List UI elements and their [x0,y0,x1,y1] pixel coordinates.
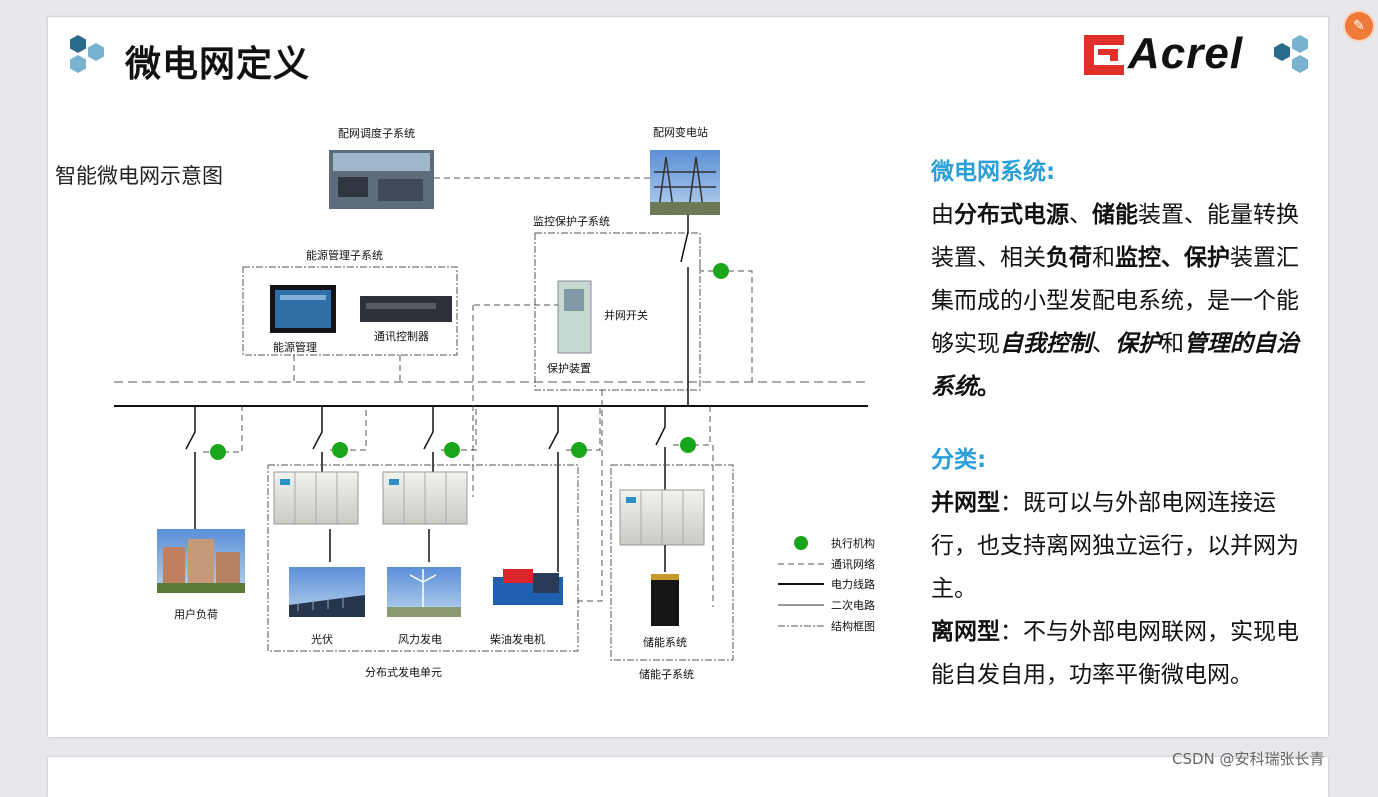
legend-item: 结构框图 [831,619,875,633]
wind-turbine-image [387,567,461,617]
actuator-marker [713,263,729,279]
label-energy-mgmt: 能源管理 [273,340,317,354]
watermark: CSDN @安科瑞张长青 [1172,748,1325,769]
off-grid-paragraph: 离网型：不与外部电网联网，实现电能自发自用，功率平衡微电网。 [931,611,1301,697]
user-load-image [157,529,245,593]
pv-panel-image [289,567,365,617]
hexagon-cluster-icon-right [1270,33,1312,75]
legend-item: 电力线路 [831,577,875,591]
slide: 微电网定义 Acrel 智能微电网示意图 配网调度子系统 配网变电站 [48,17,1328,737]
label-comm-ctrl: 通讯控制器 [374,329,429,343]
label-user-load: 用户负荷 [174,607,218,621]
logo-text: Acrel [1128,29,1243,79]
heading-microgrid: 微电网系统: [931,159,1055,185]
label-energy-sub: 能源管理子系统 [306,248,383,262]
description-panel: 微电网系统: 由分布式电源、储能装置、能量转换装置、相关负荷和监控、保护装置汇集… [931,151,1301,697]
label-dispatch: 配网调度子系统 [338,126,415,140]
next-slide-edge [48,757,1328,797]
switchgear-cabinet-pv [274,472,358,524]
legend-item: 通讯网络 [831,557,875,571]
microgrid-diagram: 配网调度子系统 配网变电站 监控保护子系统 并网开关 保护装置 能源管理子系统 … [48,17,908,737]
label-pv: 光伏 [311,632,333,646]
substation-image [650,150,720,215]
label-dist-unit: 分布式发电单元 [365,665,442,679]
label-grid-switch: 并网开关 [604,308,648,322]
label-protect: 保护装置 [547,361,591,375]
diesel-generator-image [493,569,563,605]
label-monitor: 监控保护子系统 [533,214,610,228]
acrel-logo-icon [1084,35,1124,75]
grid-connected-paragraph: 并网型：既可以与外部电网连接运行，也支持离网独立运行，以并网为主。 [931,482,1301,611]
definition-paragraph: 由分布式电源、储能装置、能量转换装置、相关负荷和监控、保护装置汇集而成的小型发配… [931,194,1301,409]
legend-item: 执行机构 [831,536,875,550]
label-substation: 配网变电站 [653,125,708,139]
protection-cabinet-image [558,281,591,353]
label-wind: 风力发电 [398,632,442,646]
battery-image [651,574,679,626]
heading-classification: 分类: [931,447,986,473]
switchgear-cabinet-storage [620,490,704,545]
energy-screen-image [270,285,336,333]
label-storage-sub: 储能子系统 [639,667,694,681]
legend-actuator-icon [794,536,808,550]
floating-note-icon[interactable]: ✎ [1345,12,1373,40]
comm-controller-image [360,296,452,322]
switchgear-cabinet-wind [383,472,467,524]
dispatch-room-image [329,150,434,209]
legend: 执行机构 通讯网络 电力线路 二次电路 结构框图 [778,536,875,633]
legend-item: 二次电路 [831,598,875,612]
label-storage: 储能系统 [643,635,687,649]
label-diesel: 柴油发电机 [490,632,545,646]
